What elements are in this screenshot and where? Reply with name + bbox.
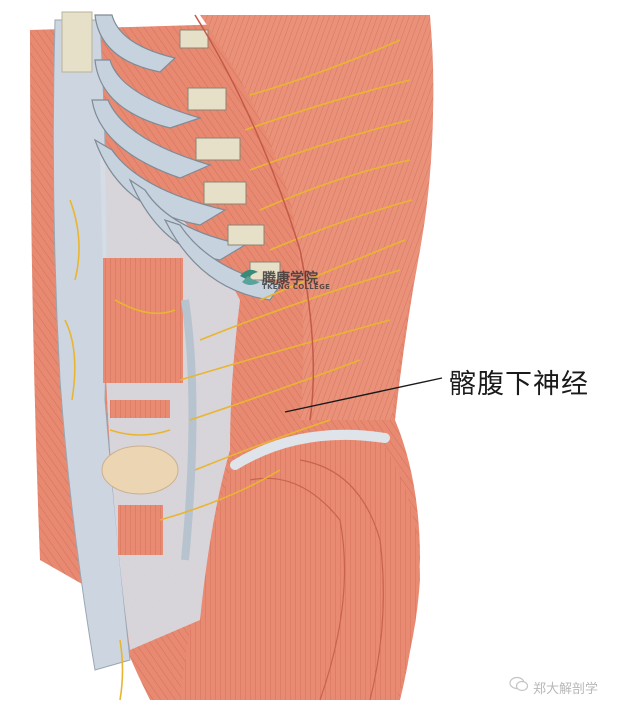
wechat-icon: [509, 676, 529, 692]
external-oblique: [200, 15, 434, 420]
watermark-text: 腾康学院: [262, 271, 318, 287]
nerve-label: 髂腹下神经: [449, 369, 589, 400]
costal-cartilages: [179, 29, 281, 281]
sternum-cartilage: [61, 11, 93, 73]
watermark-logo-icon: [240, 269, 260, 285]
umbilical-region: [101, 445, 179, 495]
iliac-crest: [230, 429, 390, 470]
vessel: [194, 14, 315, 421]
thigh-muscle: [180, 434, 420, 700]
footer-source-text: 郑大解剖学: [533, 682, 599, 697]
watermark-subtitle: TKENG COLLEGE: [262, 283, 331, 291]
rectus-abdominis-mid: [110, 400, 170, 418]
label-leader-line: [284, 377, 443, 413]
nerves: [64, 39, 413, 701]
rectus-abdominis-lower: [118, 505, 163, 555]
rectus-abdominis-upper: [103, 258, 183, 383]
